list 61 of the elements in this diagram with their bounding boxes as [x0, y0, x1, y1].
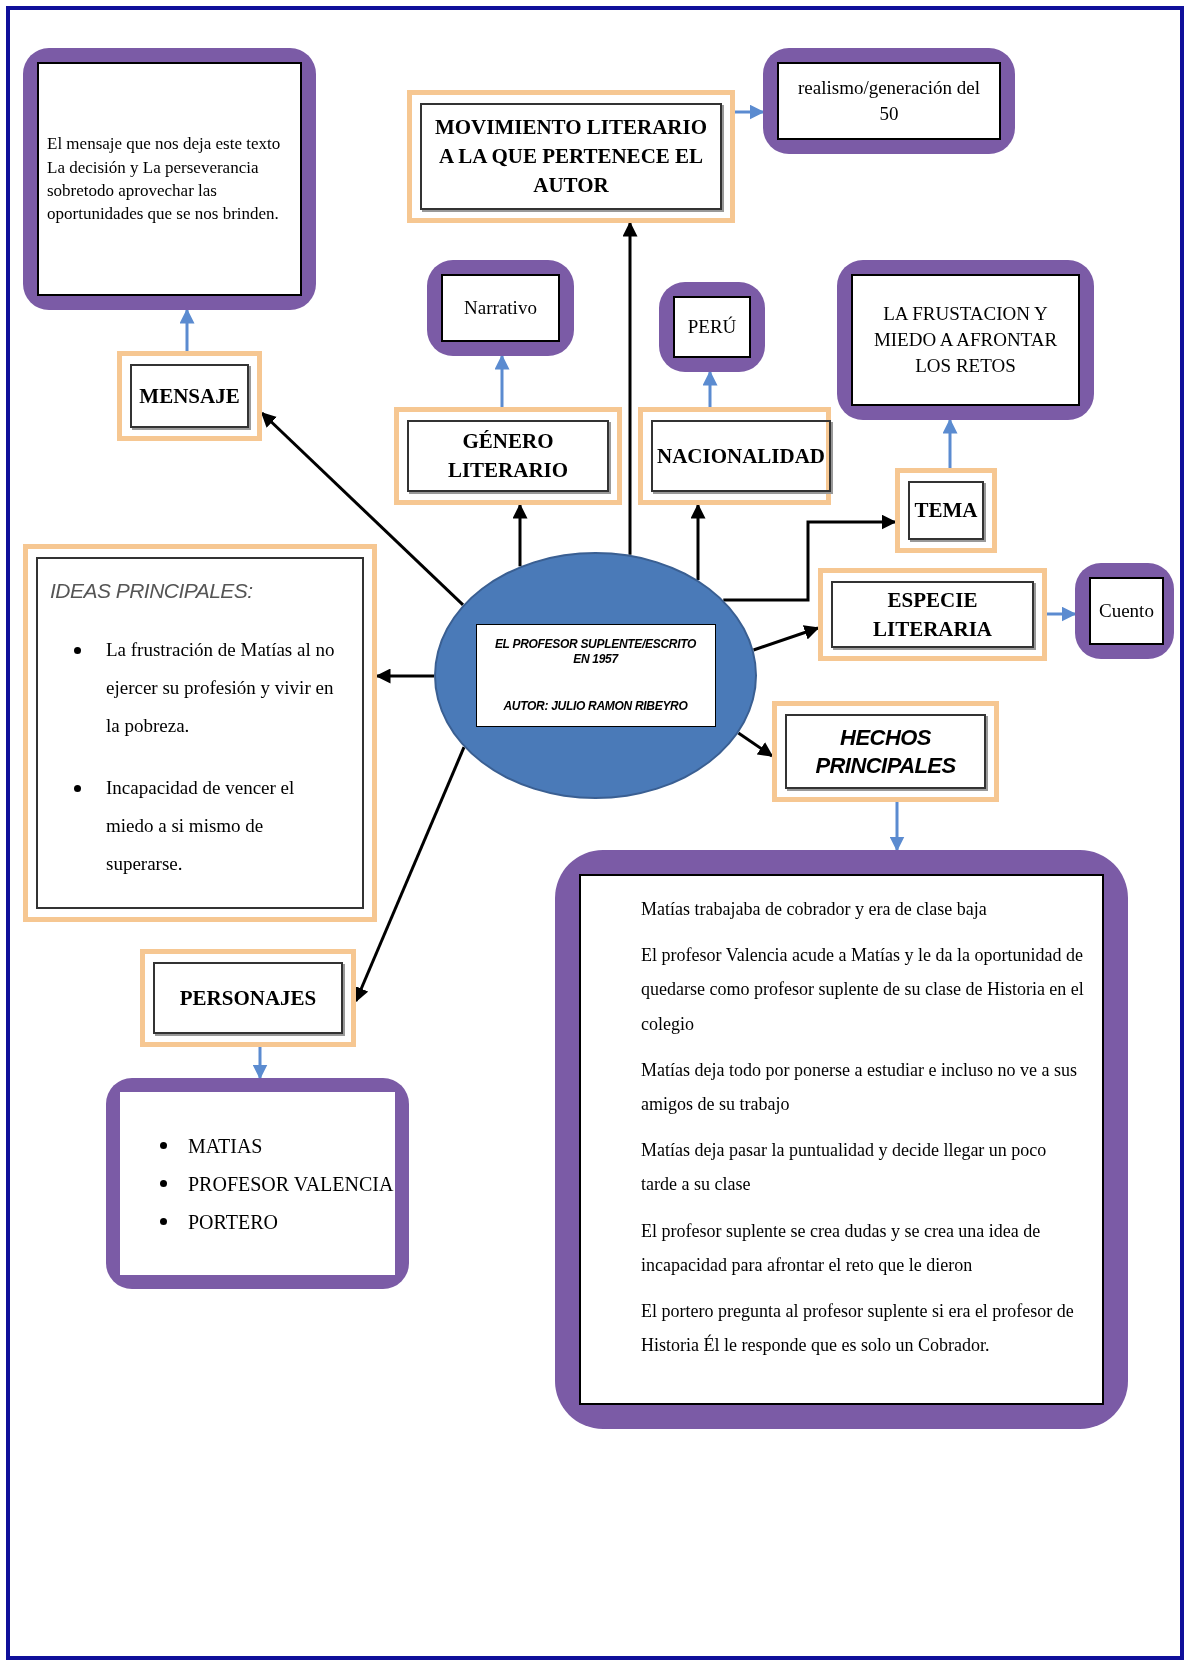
- category-label: PERSONAJES: [179, 984, 317, 1012]
- arrow: [494, 354, 510, 407]
- category-label: MENSAJE: [139, 382, 240, 410]
- arrow: [375, 668, 434, 684]
- arrow: [735, 104, 765, 120]
- category-label: HECHOS PRINCIPALES: [814, 724, 957, 779]
- category-box: [117, 351, 262, 441]
- category-box: [638, 407, 831, 505]
- category-label: ESPECIE LITERARIA: [872, 586, 993, 643]
- arrow: [690, 503, 706, 581]
- work-title: AUTOR: JULIO RAMON RIBEYRO: [502, 699, 689, 714]
- answer-box: [1075, 563, 1174, 659]
- category-label: NACIONALIDAD: [657, 442, 825, 470]
- answer-text: Narrativo: [464, 295, 537, 320]
- answer-box: [659, 282, 765, 372]
- character-item: PORTERO: [160, 1206, 395, 1237]
- arrow: [737, 731, 774, 758]
- category-box: [772, 701, 999, 802]
- idea-item: Incapacidad de vencer el miedo a si mismo de superarse.: [50, 768, 350, 883]
- facts-box: [555, 850, 1128, 1429]
- answer-box: [763, 48, 1015, 154]
- fact-text: Matías deja todo por ponerse a estudiar e incluso no ve a sus amigos de su trabajo: [641, 1058, 1078, 1116]
- category-label: GÉNERO LITERARIO: [446, 428, 570, 484]
- arrow: [179, 308, 195, 351]
- character-item: MATIAS: [160, 1130, 395, 1161]
- arrow: [1047, 606, 1077, 622]
- answer-text: realismo/generación del 50: [797, 75, 981, 126]
- category-label: MOVIMIENTO LITERARIO A LA QUE PERTENECE EL AUTOR: [433, 114, 709, 199]
- fact-text: Matías deja pasar la puntualidad y decide llegar un poco tarde a su clase: [641, 1139, 1048, 1197]
- fact-text: El portero pregunta al profesor suplente si era el profesor de Historia Él le responde que es solo un Cobrador.: [641, 1299, 1075, 1358]
- category-box: [895, 468, 997, 553]
- work-title: EL PROFESOR SUPLENTE/ESCRITO EN 1957: [493, 637, 698, 667]
- arrow: [252, 1047, 268, 1080]
- answer-text: PERÚ: [687, 314, 737, 339]
- category-box: [407, 90, 735, 223]
- arrow: [753, 625, 820, 652]
- arrow: [702, 370, 718, 407]
- answer-text: Cuento: [1099, 598, 1154, 623]
- arrow: [889, 802, 905, 852]
- category-box: [140, 949, 356, 1047]
- arrow: [723, 514, 897, 602]
- fact-text: El profesor Valencia acude a Matías y le da la oportunidad de quedarse como profesor suplente de su clase de Historia en el colegio: [641, 944, 1085, 1036]
- answer-box: [23, 48, 316, 310]
- arrow: [260, 411, 465, 606]
- ideas-heading: IDEAS PRINCIPALES:: [50, 578, 254, 604]
- character-item: PROFESOR VALENCIA: [160, 1168, 395, 1199]
- arrow: [942, 418, 958, 468]
- fact-text: Matías trabajaba de cobrador y era de clase baja: [641, 898, 988, 921]
- answer-text: LA FRUSTACION Y MIEDO A AFRONTAR LOS RETOS: [872, 301, 1059, 379]
- category-label: TEMA: [914, 497, 978, 525]
- category-box: [818, 568, 1047, 661]
- answer-text: El mensaje que nos deja este texto La decisión y La perseverancia sobretodo aprovechar las oportunidades que se nos brinden.: [47, 133, 282, 226]
- characters-box: [106, 1078, 409, 1289]
- category-box: [394, 407, 622, 505]
- answer-box: [837, 260, 1094, 420]
- answer-box: [427, 260, 574, 356]
- arrow: [622, 221, 638, 555]
- arrow: [512, 503, 528, 567]
- arrow: [354, 746, 466, 1003]
- idea-item: La frustración de Matías al no ejercer su profesión y vivir en la pobreza.: [50, 630, 350, 745]
- fact-text: El profesor suplente se crea dudas y se crea una idea de incapacidad para afrontar el reto que le dieron: [641, 1219, 1042, 1277]
